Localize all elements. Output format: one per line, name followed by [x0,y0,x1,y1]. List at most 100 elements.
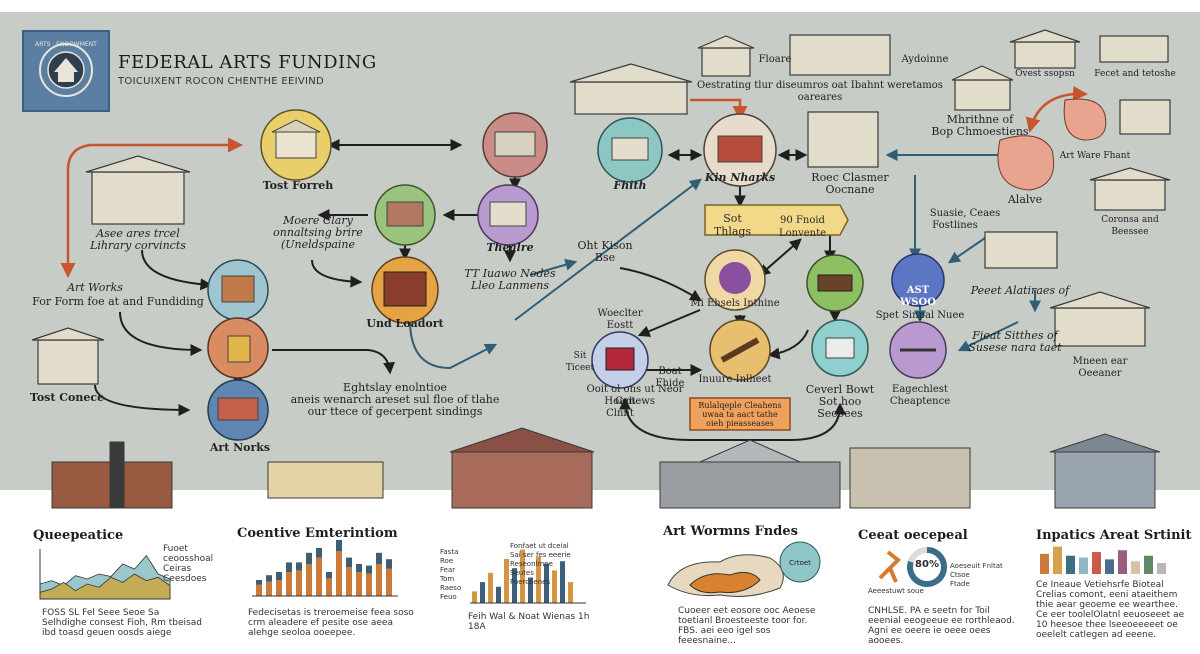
node-label: Asee ares trcel [96,227,180,240]
bar [266,575,272,582]
node-label: Alalve [1007,193,1043,206]
bar [552,570,557,603]
bar [276,572,282,580]
legend-item: Reseonlmoe [510,560,553,568]
orange-box-line: Rulalqeple Cleahens [698,401,782,410]
bar [296,570,302,596]
chart-title: Inpatics Areat Srtinit [1036,528,1192,543]
node-label: Roec Clasmer Oocnane [811,171,889,196]
bar [1157,563,1166,574]
node-label: Woeclter Eostt [597,308,643,331]
bar [1105,559,1114,574]
bar [1079,557,1088,574]
agency-seal-logo: ARTS · ENDOWMENT [22,30,110,112]
chart-caption: FOSS SL Fel Seee Seoe Sa Selhdighe conse… [42,608,202,638]
y-tick: Feuo [440,593,457,601]
node-label: Susese nara taet [968,341,1062,354]
bar [472,591,477,603]
donut-slice [907,547,928,563]
bar [346,557,352,568]
bar [488,572,493,603]
node-label: Lihrary corvincts [90,239,186,252]
orange-box-line: oieh pieasseases [706,419,774,428]
node-label: For Form foe at and Fundiding [32,295,204,308]
bar [1053,546,1062,574]
legend-item: Fonfaet ut dceial [510,542,569,550]
map-graphic: Crtoet [667,541,821,597]
legend-item: Ftade [950,580,970,588]
bar [356,572,362,596]
node-label: Art Norks [209,441,271,454]
bar [528,577,533,603]
node-label: Art Works [67,281,123,294]
bar [336,551,342,596]
bar [306,564,312,596]
node-label: Tost Forreh [262,179,334,192]
y-tick: Raeso [440,584,462,592]
bar [316,557,322,596]
node-badge-label: AST WSOO [900,285,936,308]
node-label: Moere Clary [283,214,353,227]
bar [356,564,362,572]
node-label: Bse [594,251,616,264]
donut-slice [907,547,947,587]
bar [266,581,272,596]
chart-legend: Aoeseuit Fnltat Ctsoe Ftade [950,562,1003,589]
node-label: Floare [758,54,792,65]
bar [480,582,485,603]
funding-box-label: 90 Fnoid Lonvente [778,215,827,239]
bar [1040,553,1049,574]
orange-box-line: uwaa ta aact tathe [702,410,778,419]
node-label: Thealre [486,241,534,254]
node-label: Ovest ssopsn [1015,69,1075,79]
node-label: aneis wenarch areset sul floe of tlahe [290,393,500,406]
bar [286,572,292,596]
bar-chart [1040,546,1166,574]
bar [366,573,372,596]
chart-caption: Ce Ineaue Vetiehsrfe Bioteal Crelias com… [1036,580,1185,640]
dancer-figure [878,550,901,583]
legend-item: Ceesdoes [163,574,207,584]
node-label: Kin Nharks [704,171,776,184]
bar [256,580,262,585]
bar [316,548,322,558]
node-label: Eagechlest Cheaptence [889,384,951,407]
node-label: Sit Ticeet [565,351,595,373]
node-label: Spet Sinpal Nuee [875,310,965,321]
node-label: Und Loadort [366,317,444,330]
node-label: Peeet Alatiraes of [970,284,1070,297]
bar [386,559,392,569]
chart-caption: CNHLSE. PA e seetn for Toil eeenial eeog… [868,606,1015,646]
svg-text:ARTS · ENDOWMENT: ARTS · ENDOWMENT [35,41,97,48]
bar-chart [470,549,586,604]
node-label: Ooit ol ons ut Neor Gahews [586,384,684,407]
bar [296,562,302,571]
bar [1144,555,1153,574]
svg-text:Crtoet: Crtoet [789,559,811,567]
y-tick: Fear [440,566,456,574]
node-circle-yellow [260,109,332,181]
legend-item: Poercoenes [510,578,551,586]
bar [496,586,501,603]
node-label: onnaltsing brire [273,226,363,239]
node-label: Mneen ear Oeeaner [1072,356,1128,379]
node-label: Aydoinne [901,54,949,65]
node-label: Tost Conece [29,391,105,404]
chart-legend: Fuoet ceoosshoal Ceiras Ceesdoes [163,544,213,584]
chart-legend: Fonfaet ut dceial Sai ser fes eeerie Res… [510,542,610,587]
legend-item: Ctsoe [950,571,970,579]
donut-percent: 80% [915,559,939,570]
bar [536,556,541,603]
node-label: Lleo Lanmens [470,279,550,292]
bar [256,584,262,596]
bar [376,552,382,564]
node-label: (Uneldspaine [280,238,356,251]
donut-chart [907,547,947,587]
legend-item: Sai ser fes eeerie [510,551,571,559]
node-label: Fhith [613,179,647,192]
bar [504,558,509,603]
node-label: Coronsa and Beessee [1101,215,1159,237]
legend-item: Seutes [510,569,534,577]
chart-caption: Cuoeer eet eosore ooc Aeoese toetianl Br… [678,606,816,646]
